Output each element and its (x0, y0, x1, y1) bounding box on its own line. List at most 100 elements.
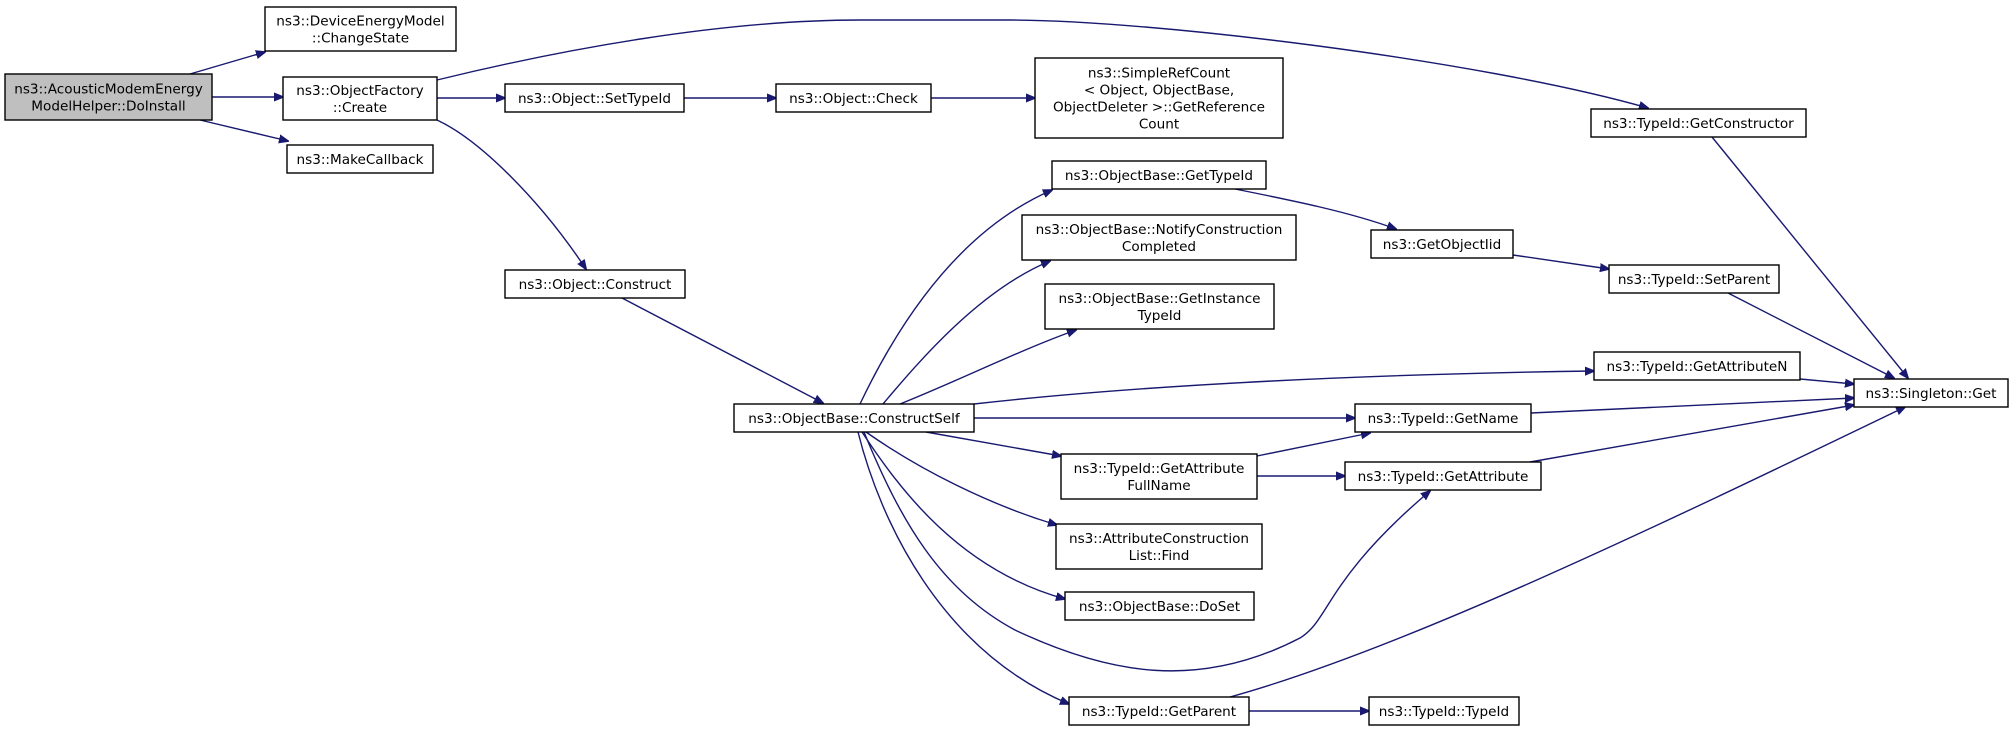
node-label-line: ns3::ObjectBase::GetInstance (1058, 291, 1260, 307)
node-do-install[interactable]: ns3::AcousticModemEnergyModelHelper::DoI… (4, 73, 213, 121)
node-label-line: ObjectDeleter >::GetReference (1053, 100, 1265, 116)
node-label-line: ns3::DeviceEnergyModel (276, 14, 444, 30)
node-get-attribute[interactable]: ns3::TypeId::GetAttribute (1344, 461, 1542, 491)
node-box (1354, 403, 1532, 433)
node-box (1064, 591, 1255, 621)
node-label-line: ns3::TypeId::GetConstructor (1603, 116, 1794, 132)
edge-get-attribute-to-singleton-get (1529, 405, 1854, 463)
node-notify-construction[interactable]: ns3::ObjectBase::NotifyConstructionCompl… (1021, 214, 1297, 261)
node-box (1853, 378, 2009, 408)
node-box (1060, 453, 1258, 500)
edge-get-attribute-full-name-to-get-name (1256, 433, 1370, 457)
node-label-line: ns3::TypeId::GetAttributeN (1607, 359, 1788, 375)
node-label-line: ::Create (333, 100, 387, 116)
node-box (1344, 461, 1542, 491)
edge-construct-self-to-get-attribute (863, 431, 1430, 672)
edge-construct-self-to-get-instance-type-id (899, 330, 1076, 405)
node-label-line: ns3::ObjectBase::DoSet (1079, 599, 1240, 615)
node-get-name[interactable]: ns3::TypeId::GetName (1354, 403, 1532, 433)
node-box (775, 83, 932, 113)
node-base-get-type-id[interactable]: ns3::ObjectBase::GetTypeId (1051, 160, 1267, 190)
node-box (1021, 214, 1297, 261)
edge-set-parent-to-singleton-get (1727, 292, 1894, 378)
node-object-check[interactable]: ns3::Object::Check (775, 83, 932, 113)
node-box (1590, 108, 1807, 138)
node-get-parent[interactable]: ns3::TypeId::GetParent (1068, 696, 1250, 726)
edge-get-constructor-to-singleton-get (1711, 136, 1908, 378)
node-type-id-ctor[interactable]: ns3::TypeId::TypeId (1368, 696, 1520, 726)
edge-construct-self-to-base-get-type-id (859, 190, 1052, 405)
node-box (504, 83, 685, 113)
edge-get-parent-to-singleton-get (1229, 407, 1905, 698)
node-box (1044, 283, 1275, 330)
node-singleton-get[interactable]: ns3::Singleton::Get (1853, 378, 2009, 408)
node-set-parent[interactable]: ns3::TypeId::SetParent (1608, 264, 1780, 294)
node-label-line: TypeId (1137, 308, 1182, 324)
node-box (1593, 351, 1801, 381)
node-label-line: ns3::ObjectBase::ConstructSelf (748, 411, 961, 427)
node-set-type-id[interactable]: ns3::Object::SetTypeId (504, 83, 685, 113)
node-label-line: ns3::AcousticModemEnergy (14, 82, 203, 98)
node-label-line: ns3::AttributeConstruction (1069, 531, 1249, 547)
node-box (504, 269, 686, 299)
edge-get-object-iid-to-set-parent (1512, 254, 1609, 269)
node-label-line: ns3::Object::Check (789, 91, 918, 107)
node-get-object-iid[interactable]: ns3::GetObjectIid (1370, 229, 1514, 259)
node-label-line: ns3::GetObjectIid (1383, 237, 1501, 253)
node-box (1068, 696, 1250, 726)
node-label-line: ModelHelper::DoInstall (31, 99, 185, 115)
node-box (1608, 264, 1780, 294)
function-nodes: ns3::AcousticModemEnergyModelHelper::DoI… (4, 6, 2009, 726)
node-label-line: ns3::TypeId::GetAttribute (1074, 461, 1245, 477)
edge-construct-self-to-get-attribute-n (973, 371, 1594, 405)
node-label-line: ns3::TypeId::GetName (1368, 411, 1519, 427)
node-get-attribute-n[interactable]: ns3::TypeId::GetAttributeN (1593, 351, 1801, 381)
node-object-construct[interactable]: ns3::Object::Construct (504, 269, 686, 299)
node-label-line: ns3::TypeId::SetParent (1618, 272, 1770, 288)
node-box (1051, 160, 1267, 190)
node-box (282, 76, 438, 121)
edge-do-install-to-make-callback (199, 119, 288, 141)
node-label-line: ns3::ObjectBase::GetTypeId (1065, 168, 1253, 184)
edge-construct-self-to-get-parent (857, 431, 1069, 704)
node-construct-self[interactable]: ns3::ObjectBase::ConstructSelf (733, 403, 975, 433)
node-label-line: FullName (1127, 478, 1190, 494)
node-label-line: ns3::TypeId::GetAttribute (1358, 469, 1529, 485)
node-label-line: List::Find (1129, 548, 1190, 564)
edge-construct-self-to-get-attribute-full-name (925, 431, 1061, 456)
node-label-line: ns3::Singleton::Get (1866, 386, 1997, 402)
node-label-line: ns3::TypeId::TypeId (1379, 704, 1509, 720)
node-box (1368, 696, 1520, 726)
edge-do-install-to-change-state (189, 52, 265, 75)
node-label-line: ns3::Object::SetTypeId (518, 91, 671, 107)
edge-factory-create-to-get-constructor (436, 19, 1648, 108)
node-change-state[interactable]: ns3::DeviceEnergyModel::ChangeState (264, 6, 457, 52)
edge-construct-self-to-do-set (861, 431, 1065, 599)
edge-get-name-to-singleton-get (1530, 398, 1854, 414)
node-get-constructor[interactable]: ns3::TypeId::GetConstructor (1590, 108, 1807, 138)
node-box (286, 144, 434, 174)
node-label-line: ::ChangeState (312, 31, 409, 47)
node-label-line: Count (1139, 117, 1179, 133)
node-label-line: ns3::ObjectFactory (296, 83, 423, 99)
node-box (1055, 523, 1263, 570)
node-make-callback[interactable]: ns3::MakeCallback (286, 144, 434, 174)
node-label-line: ns3::SimpleRefCount (1088, 66, 1230, 82)
edge-base-get-type-id-to-get-object-iid (1234, 188, 1396, 229)
node-factory-create[interactable]: ns3::ObjectFactory::Create (282, 76, 438, 121)
node-get-reference-count[interactable]: ns3::SimpleRefCount< Object, ObjectBase,… (1034, 57, 1284, 139)
node-box (264, 6, 457, 52)
edge-construct-self-to-construction-list-find (865, 431, 1057, 525)
node-label-line: ns3::MakeCallback (297, 152, 424, 168)
node-box (1370, 229, 1514, 259)
edge-factory-create-to-object-construct (436, 119, 586, 269)
node-label-line: ns3::ObjectBase::NotifyConstruction (1036, 222, 1283, 238)
node-box (4, 73, 213, 121)
edge-construct-self-to-notify-construction (882, 261, 1050, 405)
node-label-line: ns3::Object::Construct (519, 277, 672, 293)
node-do-set[interactable]: ns3::ObjectBase::DoSet (1064, 591, 1255, 621)
